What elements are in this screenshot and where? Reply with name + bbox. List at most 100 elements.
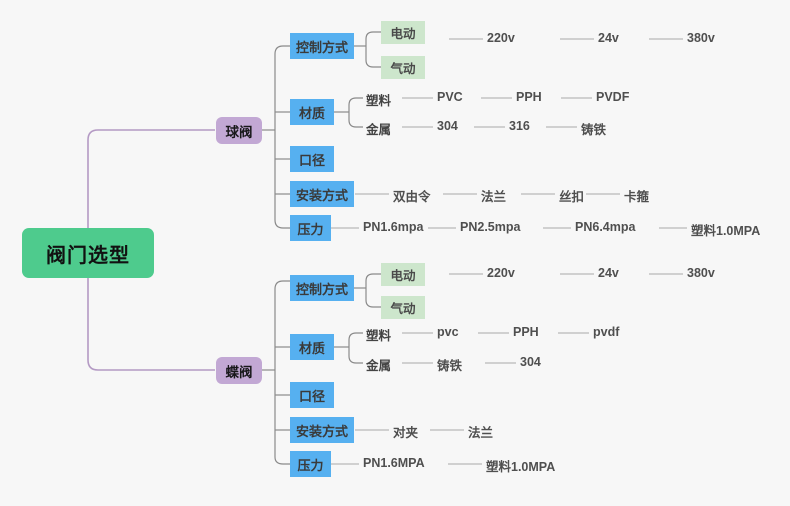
leaf-butterfly-plastic-pph[interactable]: PPH [513, 325, 539, 339]
subnode-label: 塑料 [366, 329, 392, 343]
branch-node-butterfly-valve-label: 蝶阀 [225, 364, 253, 380]
leaf-ball-install-clamp[interactable]: 卡箍 [624, 186, 649, 205]
leaf-butterfly-metal-304[interactable]: 304 [520, 355, 541, 369]
leaf-label: PPH [513, 325, 539, 339]
attribute-node-ball-material[interactable]: 材质 [290, 99, 334, 125]
leaf-label: 220v [487, 31, 515, 45]
leaf-butterfly-plastic-pvdf[interactable]: pvdf [593, 325, 619, 339]
attribute-node-butterfly-control-label: 控制方式 [296, 281, 349, 297]
leaf-label: 塑料1.0MPA [486, 460, 556, 474]
option-node-butterfly-electric-label: 电动 [390, 269, 416, 283]
leaf-butterfly-plastic-pvc[interactable]: pvc [437, 325, 459, 339]
leaf-label: 法兰 [481, 190, 507, 204]
leaf-ball-pressure-plastic10[interactable]: 塑料1.0MPA [691, 220, 760, 239]
option-node-butterfly-electric[interactable]: 电动 [381, 263, 425, 286]
attribute-node-ball-control[interactable]: 控制方式 [290, 33, 354, 59]
attribute-node-ball-installation[interactable]: 安装方式 [290, 181, 354, 207]
leaf-ball-pressure-pn64[interactable]: PN6.4mpa [575, 220, 635, 234]
leaf-ball-plastic-pvdf[interactable]: PVDF [596, 90, 629, 104]
leaf-label: 法兰 [468, 426, 494, 440]
leaf-label: PN1.6MPA [363, 456, 425, 470]
option-node-butterfly-pneumatic-label: 气动 [390, 302, 416, 316]
leaf-label: 塑料1.0MPA [691, 224, 761, 238]
leaf-label: 铸铁 [437, 359, 463, 373]
root-node[interactable]: 阀门选型 [22, 228, 154, 278]
leaf-butterfly-install-wafer[interactable]: 对夹 [393, 422, 418, 441]
subnode-ball-material-plastic[interactable]: 塑料 [366, 90, 391, 109]
leaf-label: PVC [437, 90, 463, 104]
leaf-label: 24v [598, 31, 619, 45]
option-node-ball-electric-label: 电动 [390, 27, 416, 41]
leaf-label: 220v [487, 266, 515, 280]
leaf-label: pvdf [593, 325, 620, 339]
leaf-label: 丝扣 [559, 190, 585, 204]
leaf-label: PN6.4mpa [575, 220, 636, 234]
leaf-ball-install-thread[interactable]: 丝扣 [559, 186, 584, 205]
leaf-label: 380v [687, 31, 715, 45]
attribute-node-ball-material-label: 材质 [299, 105, 326, 121]
leaf-butterfly-electric-24v[interactable]: 24v [598, 266, 619, 280]
leaf-butterfly-metal-cast-iron[interactable]: 铸铁 [437, 355, 462, 374]
leaf-label: PVDF [596, 90, 630, 104]
leaf-label: PN1.6mpa [363, 220, 424, 234]
leaf-label: 24v [598, 266, 619, 280]
option-node-ball-pneumatic-label: 气动 [390, 62, 416, 76]
attribute-node-butterfly-diameter[interactable]: 口径 [290, 382, 334, 408]
leaf-ball-install-flange[interactable]: 法兰 [481, 186, 506, 205]
attribute-node-butterfly-pressure-label: 压力 [297, 457, 324, 473]
root-node-label: 阀门选型 [46, 244, 130, 267]
leaf-ball-metal-cast-iron[interactable]: 铸铁 [581, 119, 606, 138]
attribute-node-ball-installation-label: 安装方式 [296, 187, 349, 203]
attribute-node-butterfly-installation-label: 安装方式 [296, 423, 349, 439]
leaf-butterfly-install-flange[interactable]: 法兰 [468, 422, 493, 441]
attribute-node-butterfly-pressure[interactable]: 压力 [290, 451, 331, 477]
leaf-ball-metal-304[interactable]: 304 [437, 119, 458, 133]
attribute-node-ball-pressure[interactable]: 压力 [290, 215, 331, 241]
attribute-node-ball-diameter-label: 口径 [299, 152, 326, 168]
option-node-butterfly-pneumatic[interactable]: 气动 [381, 296, 425, 319]
leaf-ball-electric-220v[interactable]: 220v [487, 31, 515, 45]
branch-node-ball-valve-label: 球阀 [225, 124, 253, 140]
leaf-butterfly-electric-220v[interactable]: 220v [487, 266, 515, 280]
option-node-ball-electric[interactable]: 电动 [381, 21, 425, 44]
leaf-ball-metal-316[interactable]: 316 [509, 119, 530, 133]
leaf-ball-pressure-pn16[interactable]: PN1.6mpa [363, 220, 423, 234]
subnode-label: 金属 [366, 123, 392, 137]
attribute-node-butterfly-diameter-label: 口径 [299, 388, 326, 404]
leaf-label: PN2.5mpa [460, 220, 521, 234]
leaf-ball-pressure-pn25[interactable]: PN2.5mpa [460, 220, 520, 234]
leaf-butterfly-pressure-pn16[interactable]: PN1.6MPA [363, 456, 425, 470]
leaf-ball-plastic-pvc[interactable]: PVC [437, 90, 463, 104]
leaf-label: 卡箍 [624, 190, 650, 204]
attribute-node-butterfly-installation[interactable]: 安装方式 [290, 417, 354, 443]
branch-node-butterfly-valve[interactable]: 蝶阀 [216, 357, 262, 384]
leaf-ball-plastic-pph[interactable]: PPH [516, 90, 542, 104]
subnode-butterfly-material-metal[interactable]: 金属 [366, 355, 391, 374]
leaf-ball-install-shuangyouling[interactable]: 双由令 [393, 186, 431, 205]
leaf-label: 304 [520, 355, 541, 369]
subnode-label: 塑料 [366, 94, 392, 108]
subnode-label: 金属 [366, 359, 392, 373]
subnode-butterfly-material-plastic[interactable]: 塑料 [366, 325, 391, 344]
leaf-label: 双由令 [393, 190, 431, 204]
leaf-label: 304 [437, 119, 458, 133]
option-node-ball-pneumatic[interactable]: 气动 [381, 56, 425, 79]
attribute-node-butterfly-control[interactable]: 控制方式 [290, 275, 354, 301]
branch-node-ball-valve[interactable]: 球阀 [216, 117, 262, 144]
leaf-label: 铸铁 [581, 123, 607, 137]
attribute-node-ball-pressure-label: 压力 [297, 221, 324, 237]
leaf-butterfly-pressure-plastic10[interactable]: 塑料1.0MPA [486, 456, 555, 475]
leaf-label: 380v [687, 266, 715, 280]
attribute-node-butterfly-material-label: 材质 [299, 340, 326, 356]
leaf-label: 316 [509, 119, 530, 133]
attribute-node-ball-diameter[interactable]: 口径 [290, 146, 334, 172]
leaf-label: 对夹 [393, 426, 419, 440]
leaf-butterfly-electric-380v[interactable]: 380v [687, 266, 715, 280]
leaf-ball-electric-380v[interactable]: 380v [687, 31, 715, 45]
attribute-node-butterfly-material[interactable]: 材质 [290, 334, 334, 360]
attribute-node-ball-control-label: 控制方式 [296, 39, 349, 55]
leaf-label: pvc [437, 325, 459, 339]
subnode-ball-material-metal[interactable]: 金属 [366, 119, 391, 138]
leaf-ball-electric-24v[interactable]: 24v [598, 31, 619, 45]
